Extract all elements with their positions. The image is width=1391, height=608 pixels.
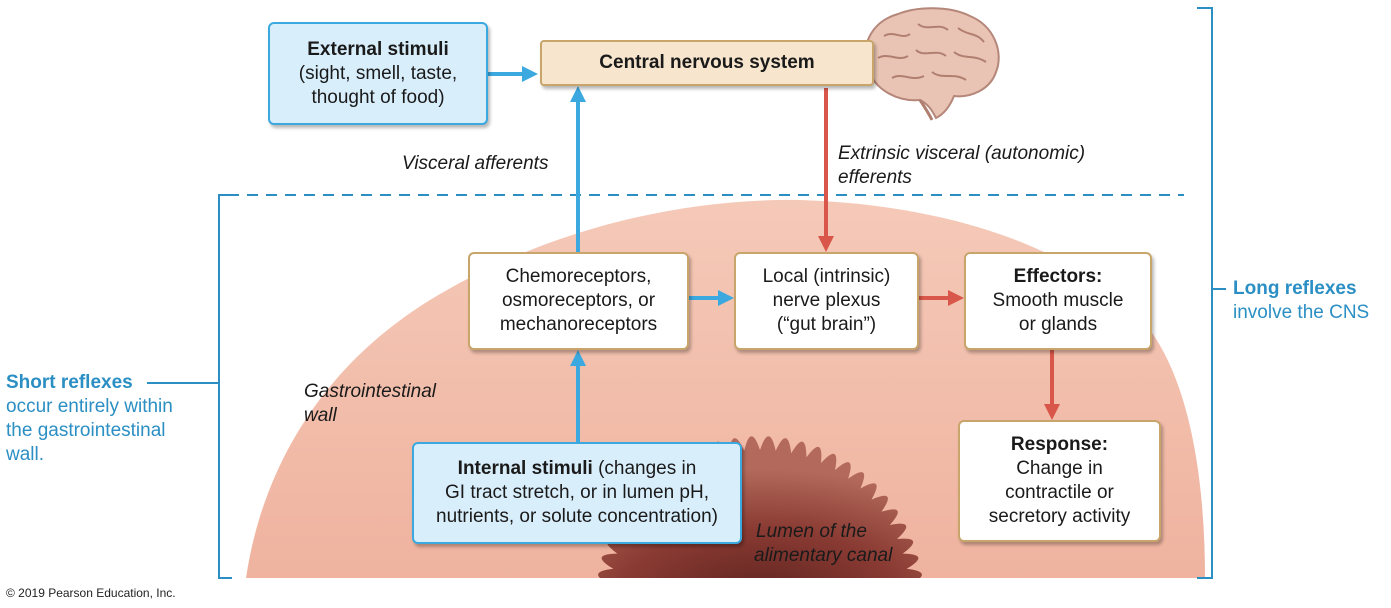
efferent-arrows: [818, 88, 1060, 420]
short-reflexes-line-3: wall.: [6, 444, 45, 465]
cns-title: Central nervous system: [599, 52, 815, 73]
receptors-line-2: osmoreceptors, or: [501, 290, 656, 311]
short-reflexes-bracket: [218, 194, 232, 579]
response-line-3: secretory activity: [988, 506, 1131, 527]
effectors-box: Effectors: Smooth muscle or glands: [964, 252, 1152, 350]
response-line-2: contractile or: [1005, 482, 1114, 503]
lumen-label: Lumen of the alimentary canal: [754, 520, 893, 568]
response-title: Response:: [1010, 434, 1109, 455]
short-reflexes-note: Short reflexes occur entirely within the…: [6, 371, 173, 467]
external-stimuli-title: External stimuli: [307, 38, 449, 60]
internal-stimuli-line-2: nutrients, or solute concentration): [436, 506, 718, 527]
visceral-afferents-label: Visceral afferents: [402, 153, 549, 174]
external-stimuli-box: External stimuli (sight, smell, taste, t…: [268, 22, 488, 125]
nerve-plexus-box: Local (intrinsic) nerve plexus (“gut bra…: [734, 252, 919, 350]
response-line-1: Change in: [1016, 458, 1103, 479]
plexus-line-3: (“gut brain”): [776, 314, 877, 335]
brain-icon: [864, 7, 1000, 121]
response-box: Response: Change in contractile or secre…: [958, 420, 1161, 542]
short-reflexes-line-2: the gastrointestinal: [6, 420, 166, 441]
plexus-line-2: nerve plexus: [772, 290, 881, 311]
long-reflexes-bracket: [1197, 7, 1213, 579]
external-stimuli-line-2: thought of food): [311, 86, 445, 108]
short-reflexes-line-1: occur entirely within: [6, 396, 173, 417]
receptors-line-1: Chemoreceptors,: [505, 266, 652, 287]
receptors-box: Chemoreceptors, osmoreceptors, or mechan…: [468, 252, 689, 350]
gi-wall-label: Gastrointestinal wall: [304, 380, 436, 428]
lumen-line-1: Lumen of the: [756, 521, 867, 542]
gi-wall-line-2: wall: [304, 405, 337, 426]
extrinsic-efferents-line-1: Extrinsic visceral (autonomic): [838, 143, 1086, 164]
long-reflexes-note: Long reflexes involve the CNS: [1233, 277, 1369, 325]
extrinsic-efferents-line-2: efferents: [838, 167, 912, 188]
effectors-title: Effectors:: [1013, 266, 1103, 287]
internal-stimuli-first-line: Internal stimuli (changes in: [458, 457, 697, 481]
effectors-line-1: Smooth muscle: [992, 290, 1124, 311]
copyright-notice: © 2019 Pearson Education, Inc.: [6, 586, 176, 600]
effectors-line-2: or glands: [1018, 314, 1098, 335]
plexus-line-1: Local (intrinsic): [762, 266, 891, 287]
internal-stimuli-title-rest: (changes in: [592, 458, 697, 479]
gi-wall-line-1: Gastrointestinal: [304, 381, 437, 402]
internal-stimuli-line-1: GI tract stretch, or in lumen pH,: [445, 482, 709, 503]
long-reflexes-title: Long reflexes: [1233, 278, 1357, 299]
external-stimuli-line-1: (sight, smell, taste,: [298, 62, 458, 84]
long-reflexes-line-1: involve the CNS: [1233, 302, 1370, 323]
receptors-line-3: mechanoreceptors: [499, 314, 658, 335]
internal-stimuli-title: Internal stimuli: [457, 458, 593, 479]
cns-box: Central nervous system: [540, 40, 874, 86]
afferent-arrows: [488, 66, 734, 442]
short-reflexes-title: Short reflexes: [6, 372, 133, 393]
internal-stimuli-box: Internal stimuli (changes in GI tract st…: [412, 442, 742, 544]
extrinsic-efferents-label: Extrinsic visceral (autonomic) efferents: [838, 142, 1085, 190]
lumen-line-2: alimentary canal: [754, 545, 893, 566]
